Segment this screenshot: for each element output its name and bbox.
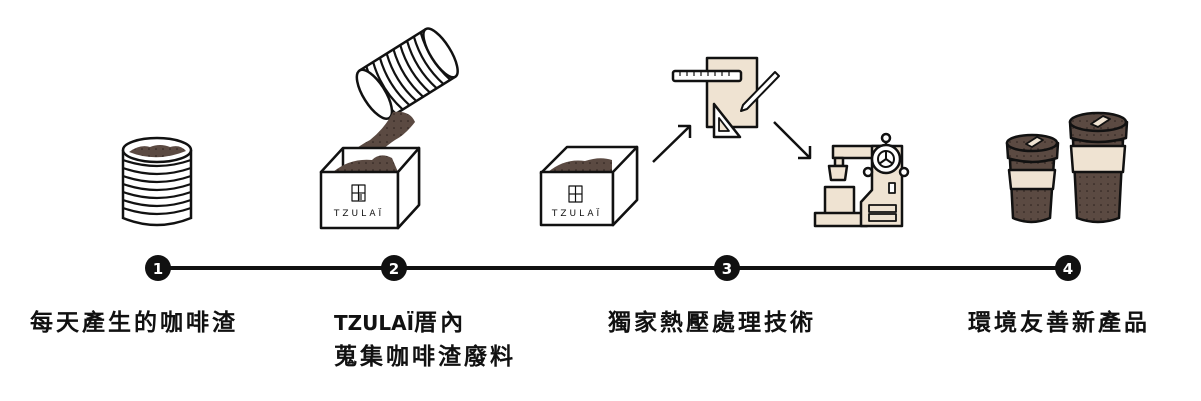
arrow-down-right-icon: [773, 121, 812, 160]
step-number-1: 1: [153, 260, 163, 278]
design-and-machine-process-icon: TZULAÏ: [539, 56, 910, 228]
step-4-label: 環境友善新產品: [968, 306, 1150, 340]
step-marker-3: 3: [714, 255, 740, 281]
blueprint-ruler-pencil-icon: [671, 56, 780, 139]
step-number-3: 3: [722, 260, 732, 278]
tall-cup-icon: [1068, 111, 1129, 224]
step-marker-4: 4: [1055, 255, 1081, 281]
step-number-2: 2: [389, 260, 399, 278]
step-2-label-line-2: 蒐集咖啡渣廢料: [334, 343, 516, 370]
step-1-label: 每天產生的咖啡渣: [30, 306, 238, 340]
collection-box-icon: TZULAÏ: [539, 145, 639, 227]
step-number-4: 4: [1063, 260, 1073, 278]
step-marker-1: 1: [145, 255, 171, 281]
box-brand-text-2: TZULAÏ: [551, 208, 602, 219]
step-3-label-line-1: 獨家熱壓處理技術: [608, 309, 816, 336]
small-cup-icon: [1005, 133, 1060, 224]
step-3-label: 獨家熱壓處理技術: [608, 306, 816, 340]
step-2-label: TZULAÏ厝內 蒐集咖啡渣廢料: [334, 306, 516, 374]
box-brand-text-1: TZULAÏ: [333, 208, 384, 219]
coffee-grounds-cup-icon: [121, 136, 193, 227]
step-2-label-line-1-text: 厝內: [414, 309, 467, 336]
heat-press-machine-icon: [813, 132, 910, 228]
step-2-brand-prefix: TZULAÏ: [334, 311, 415, 335]
step-4-label-line-1: 環境友善新產品: [968, 309, 1150, 336]
step-2-label-line-1: TZULAÏ厝內: [334, 306, 516, 340]
arrow-up-right-icon: [652, 124, 692, 163]
step-marker-2: 2: [381, 255, 407, 281]
step-1-label-line-1: 每天產生的咖啡渣: [30, 309, 238, 336]
reusable-cups-icon: [1005, 111, 1129, 224]
pouring-grounds-into-box-icon: TZULAÏ: [319, 27, 459, 230]
